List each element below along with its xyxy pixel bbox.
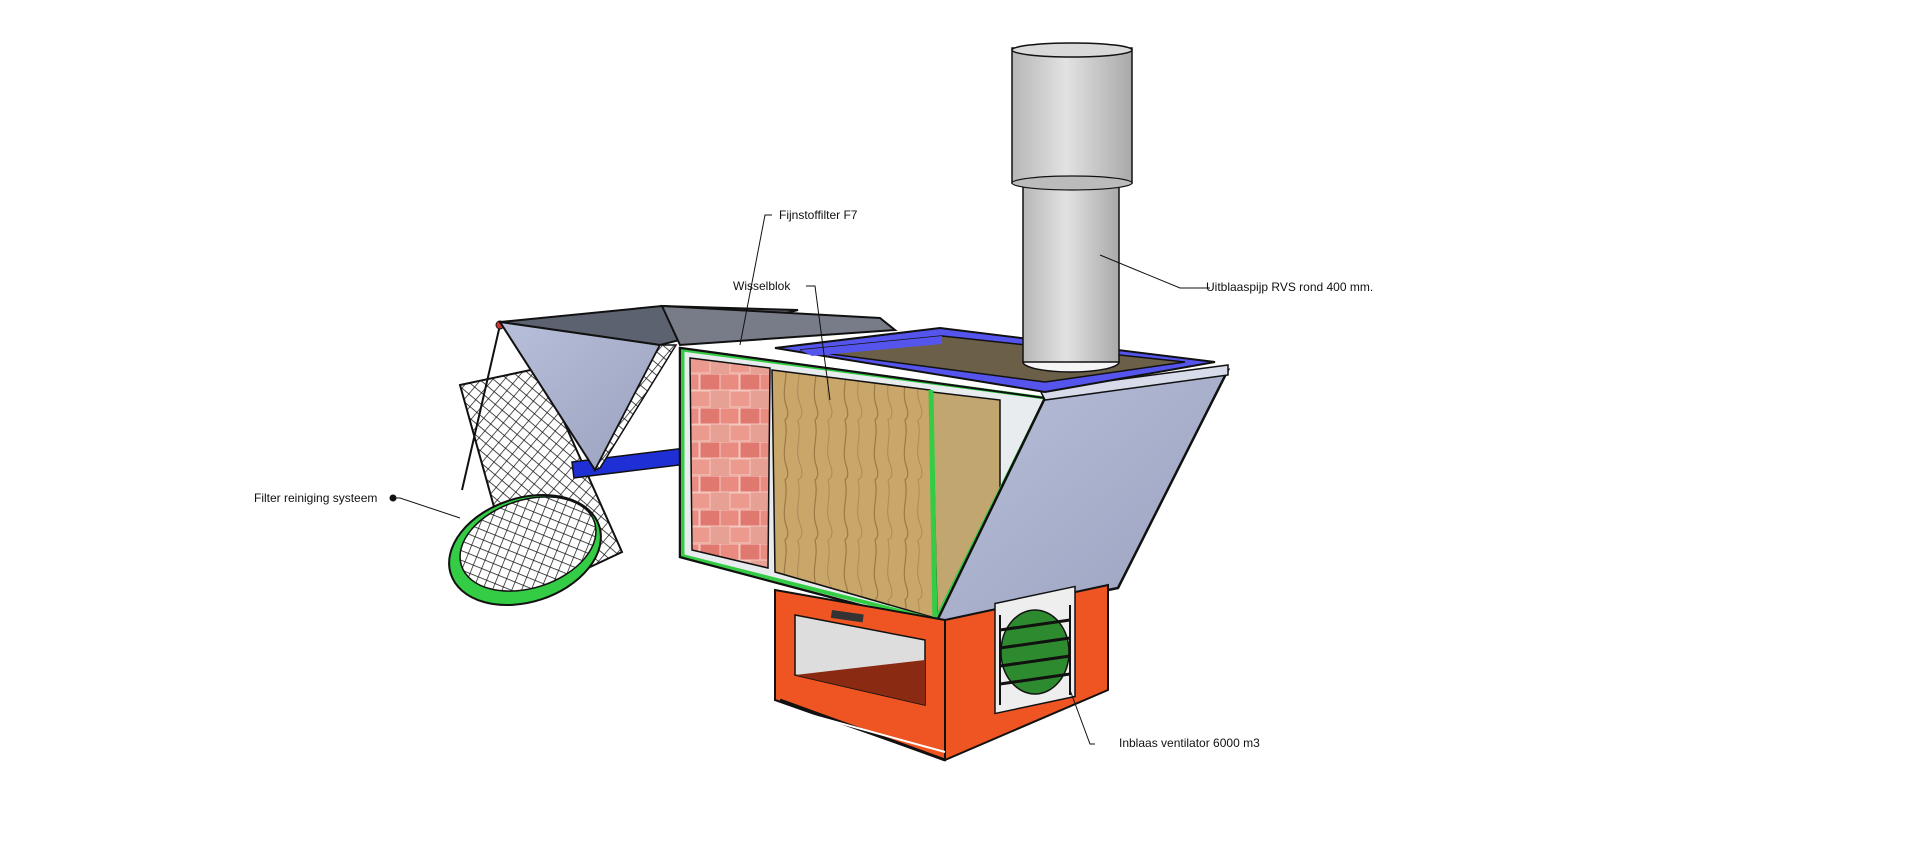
filter-cleaning-drum [448,320,624,607]
label-uitblaaspijp: Uitblaaspijp RVS rond 400 mm. [1206,280,1374,294]
label-fijnstoffilter: Fijnstoffilter F7 [779,208,858,222]
label-wisselblok: Wisselblok [733,279,791,293]
fan-unit [774,583,1109,762]
label-inblaas: Inblaas ventilator 6000 m3 [1119,736,1260,750]
leader-dot [389,494,397,502]
main-housing [678,346,1047,627]
fine-dust-filter [689,357,771,569]
label-filter-reiniging: Filter reiniging systeem [254,491,378,505]
exhaust-pipe [1011,42,1133,373]
intake-hood [497,304,898,472]
